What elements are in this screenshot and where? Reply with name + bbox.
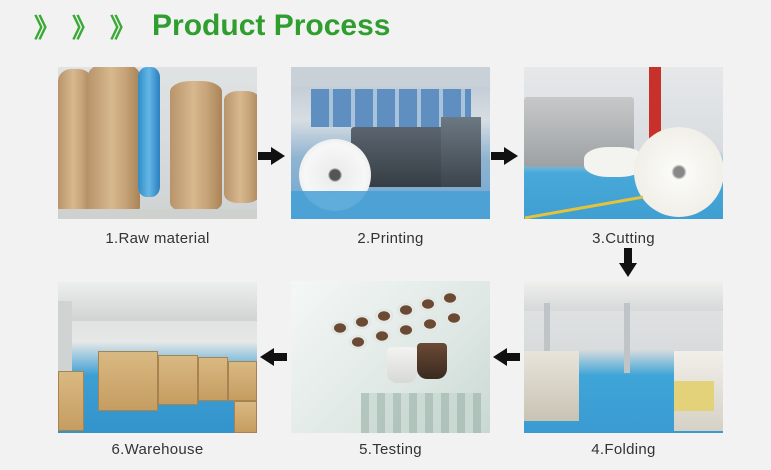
arrow-right-icon xyxy=(271,147,285,165)
step-label-warehouse: 6.Warehouse xyxy=(58,441,257,458)
chevron-double-right-icon: 》 xyxy=(110,8,136,45)
step-label-raw-material: 1.Raw material xyxy=(58,230,257,247)
arrow-right-icon xyxy=(491,152,505,160)
testing-photo xyxy=(291,281,490,433)
arrow-left-icon xyxy=(260,348,274,366)
step-label-printing: 2.Printing xyxy=(291,230,490,247)
arrow-down-icon xyxy=(619,263,637,277)
step-label-folding: 4.Folding xyxy=(524,441,723,458)
printing-photo xyxy=(291,67,490,219)
cutting-photo xyxy=(524,67,723,219)
folding-photo xyxy=(524,281,723,433)
section-header: 》 》 》 Product Process xyxy=(34,8,390,44)
raw-material-photo xyxy=(58,67,257,219)
step-label-testing: 5.Testing xyxy=(291,441,490,458)
step-label-cutting: 3.Cutting xyxy=(524,230,723,247)
arrow-down-icon xyxy=(624,248,632,264)
arrow-right-icon xyxy=(504,147,518,165)
arrow-left-icon xyxy=(493,348,507,366)
arrow-right-icon xyxy=(258,152,272,160)
chevron-double-right-icon: 》 xyxy=(34,8,60,45)
warehouse-photo xyxy=(58,281,257,433)
arrow-left-icon xyxy=(273,353,287,361)
arrow-left-icon xyxy=(506,353,520,361)
chevron-double-right-icon: 》 xyxy=(72,8,98,45)
page-title: Product Process xyxy=(152,9,390,43)
